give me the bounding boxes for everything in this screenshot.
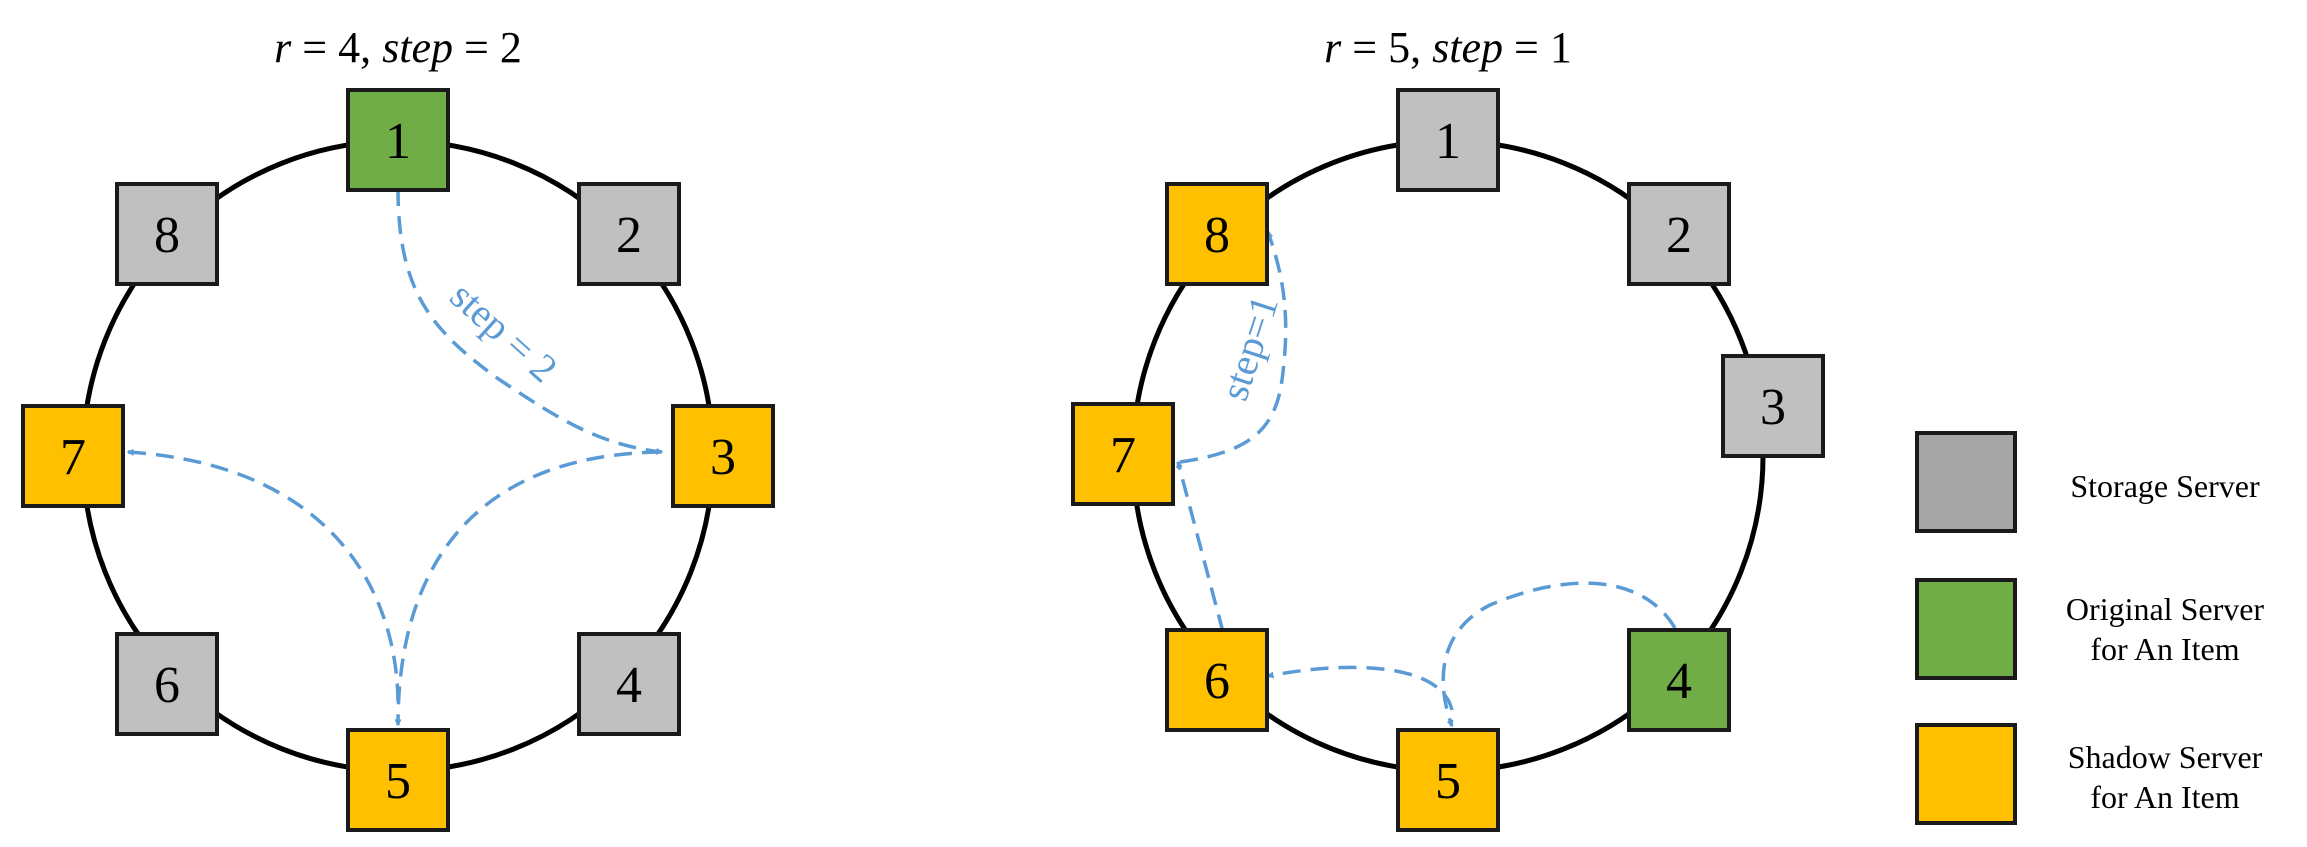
left-node-4: 4 — [577, 632, 681, 736]
svg-text:4: 4 — [616, 657, 642, 714]
left-diagram-title: r = 4, step = 2 — [274, 23, 522, 72]
right-node-1: 1 — [1396, 88, 1500, 192]
svg-text:1: 1 — [1435, 113, 1461, 170]
svg-text:5: 5 — [1435, 753, 1461, 810]
svg-text:step=1: step=1 — [1211, 290, 1287, 406]
legend-shadow-label-line2: for An Item — [2090, 779, 2239, 815]
legend-original-swatch — [1915, 578, 2017, 680]
legend: Storage Server Original Server for An It… — [1915, 431, 2265, 825]
left-arrow-1-to-3 — [396, 187, 664, 455]
right-node-6: 6 — [1165, 628, 1269, 732]
right-arrow-7-to-8 — [1179, 230, 1288, 464]
right-arrow-6-to-7 — [1176, 460, 1225, 633]
left-node-1: 1 — [346, 88, 450, 192]
svg-text:step = 2: step = 2 — [442, 273, 566, 391]
right-diagram: r = 5, step = 1 step=1 1 2 3 4 — [1071, 23, 1825, 832]
left-node-5: 5 — [346, 728, 450, 832]
svg-text:3: 3 — [710, 429, 736, 486]
legend-shadow-swatch — [1915, 723, 2017, 825]
legend-shadow-server: Shadow Server for An Item — [1915, 723, 2263, 825]
left-step-label: step = 2 — [442, 273, 566, 391]
svg-text:8: 8 — [1204, 207, 1230, 264]
svg-text:1: 1 — [385, 113, 411, 170]
right-node-5: 5 — [1396, 728, 1500, 832]
svg-text:3: 3 — [1760, 379, 1786, 436]
right-node-4: 4 — [1627, 628, 1731, 732]
legend-shadow-label-line1: Shadow Server — [2068, 739, 2263, 775]
svg-text:4: 4 — [1666, 653, 1692, 710]
right-arrow-5-to-6 — [1266, 665, 1454, 711]
svg-text:6: 6 — [1204, 653, 1230, 710]
svg-text:8: 8 — [154, 207, 180, 264]
left-node-8: 8 — [115, 182, 219, 286]
svg-text:7: 7 — [1110, 427, 1136, 484]
left-node-6: 6 — [115, 632, 219, 736]
legend-storage-server: Storage Server — [1915, 431, 2260, 533]
right-node-2: 2 — [1627, 182, 1731, 286]
legend-storage-swatch — [1915, 431, 2017, 533]
right-step-label: step=1 — [1211, 290, 1287, 406]
left-node-2: 2 — [577, 182, 681, 286]
legend-original-label-line1: Original Server — [2066, 591, 2265, 627]
legend-original-label-line2: for An Item — [2090, 631, 2239, 667]
left-arrow-5-to-7 — [126, 448, 400, 706]
svg-text:5: 5 — [385, 753, 411, 810]
left-node-3: 3 — [671, 404, 775, 508]
left-arrow-3-to-5 — [394, 450, 661, 727]
legend-original-server: Original Server for An Item — [1915, 578, 2265, 680]
left-diagram: r = 4, step = 2 step = 2 1 2 3 4 5 — [21, 23, 775, 832]
svg-text:7: 7 — [60, 429, 86, 486]
right-arrow-4-to-5 — [1441, 581, 1677, 728]
svg-text:2: 2 — [1666, 207, 1692, 264]
right-node-7: 7 — [1071, 402, 1175, 506]
legend-storage-label: Storage Server — [2070, 468, 2260, 504]
svg-text:6: 6 — [154, 657, 180, 714]
right-node-3: 3 — [1721, 354, 1825, 458]
left-node-7: 7 — [21, 404, 125, 508]
right-node-8: 8 — [1165, 182, 1269, 286]
right-diagram-title: r = 5, step = 1 — [1324, 23, 1572, 72]
svg-text:2: 2 — [616, 207, 642, 264]
